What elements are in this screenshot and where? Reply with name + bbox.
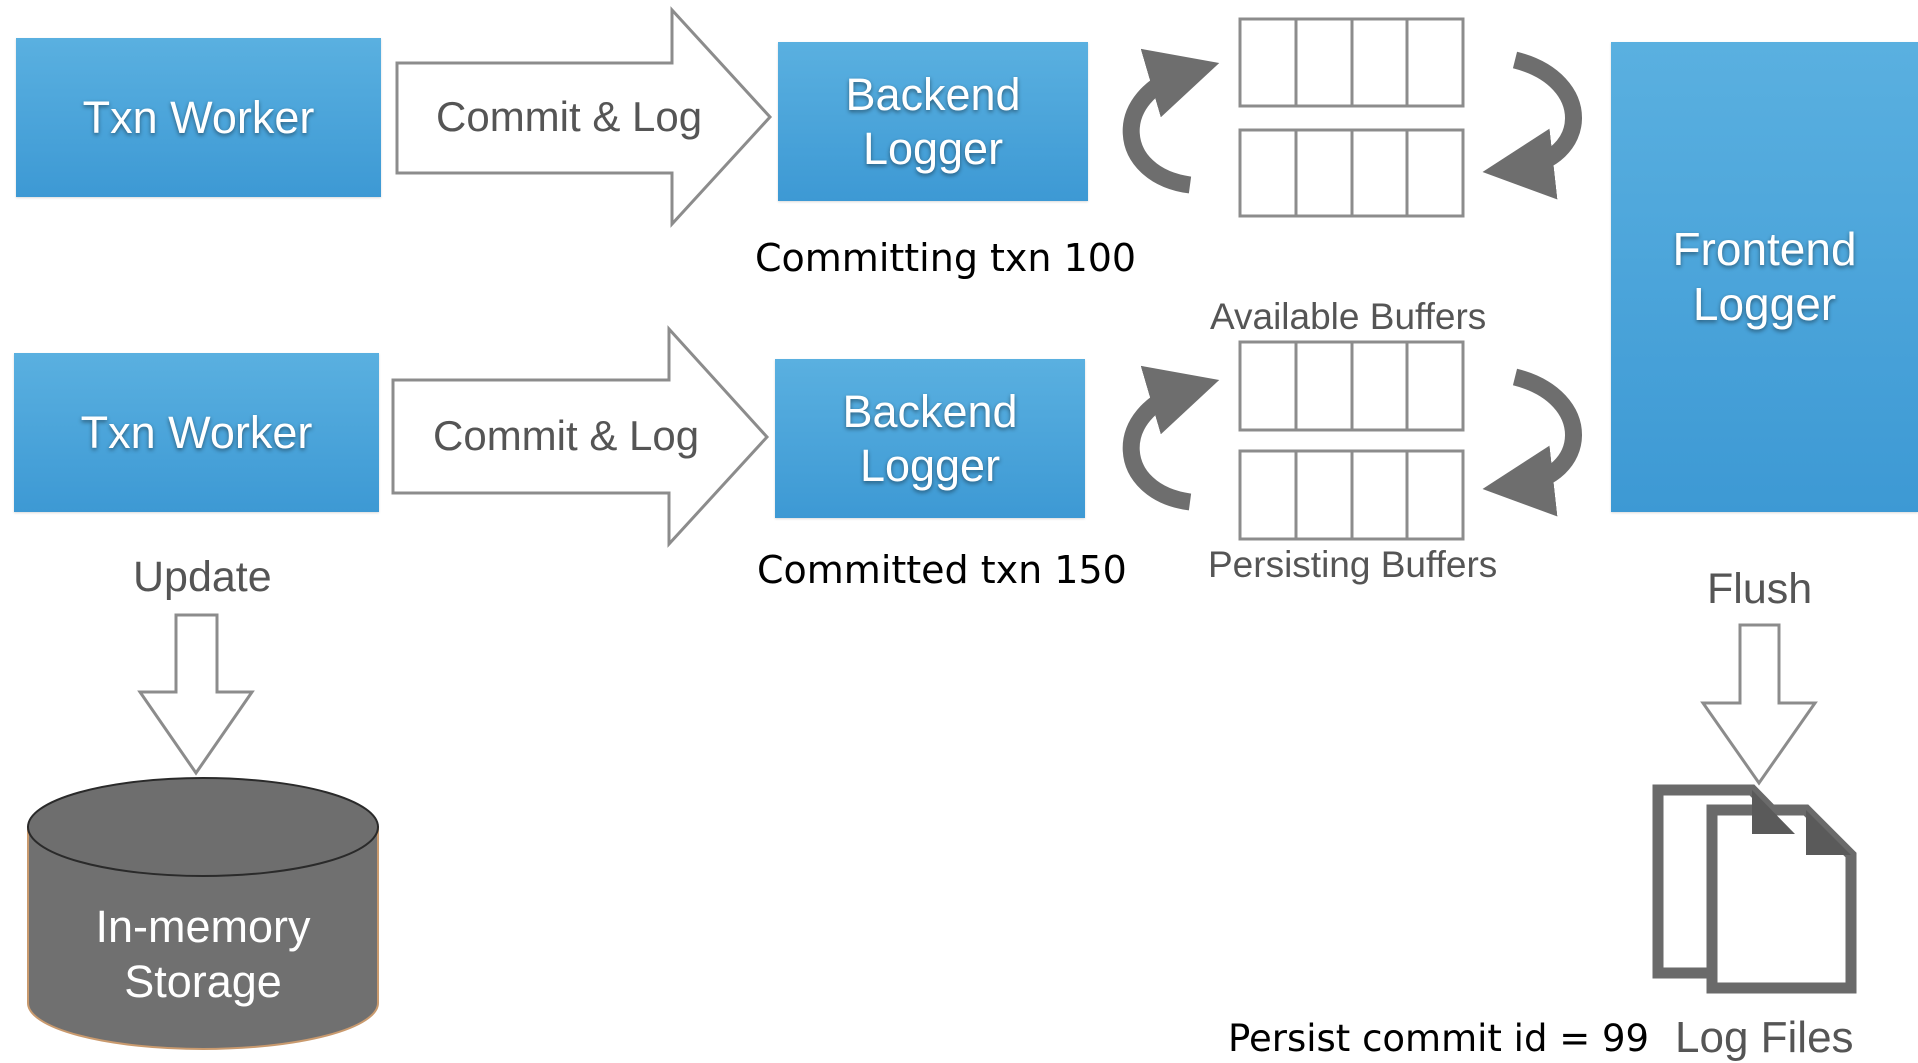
backend-logger-box: Backend Logger (775, 359, 1085, 518)
flush-down-arrow (1700, 623, 1818, 786)
commit-log-arrow-shape (391, 325, 770, 548)
update-label: Update (133, 553, 272, 601)
backend-logger-box: Backend Logger (778, 42, 1088, 201)
commit-log-arrow-shape (395, 6, 773, 228)
txn-worker-box: Txn Worker (16, 38, 381, 197)
buffer-grid (1238, 17, 1465, 218)
txn-worker-label: Txn Worker (80, 406, 313, 458)
backend-logger-line2: Logger (859, 439, 1001, 491)
backend-logger-line1: Backend (845, 68, 1021, 120)
database-cylinder-icon (27, 777, 379, 1050)
flush-label: Flush (1707, 565, 1813, 613)
txn-worker-label: Txn Worker (82, 91, 315, 143)
frontend-logger-line1: Frontend (1672, 223, 1857, 275)
txn-worker-box: Txn Worker (14, 353, 379, 512)
commit-log-label: Commit & Log (433, 412, 700, 459)
backend-logger-line1: Backend (842, 385, 1018, 437)
storage-label-line1: In-memory (95, 901, 311, 952)
rotate-cw-arrow-icon (1122, 365, 1220, 511)
update-down-arrow (137, 613, 255, 776)
log-files-label: Log Files (1675, 1013, 1854, 1062)
rotate-cw-arrow-icon (1122, 48, 1220, 194)
rotate-down-arrow-icon (1482, 368, 1582, 517)
status-text: Committing txn 100 (755, 236, 1137, 280)
commit-log-label: Commit & Log (436, 93, 703, 140)
backend-logger-line2: Logger (862, 122, 1004, 174)
frontend-logger-box: Frontend Logger (1611, 42, 1918, 512)
storage-label: In-memory Storage (53, 900, 353, 1010)
available-buffers-label: Available Buffers (1210, 296, 1487, 337)
status-text: Committed txn 150 (757, 548, 1127, 592)
persist-commit-label: Persist commit id = 99 (1228, 1017, 1650, 1060)
persisting-buffers-label: Persisting Buffers (1208, 544, 1498, 585)
storage-label-line2: Storage (124, 955, 282, 1007)
document-files-icon (1652, 784, 1857, 994)
rotate-down-arrow-icon (1482, 51, 1582, 200)
buffer-grid (1238, 340, 1465, 541)
frontend-logger-line2: Logger (1692, 278, 1837, 331)
